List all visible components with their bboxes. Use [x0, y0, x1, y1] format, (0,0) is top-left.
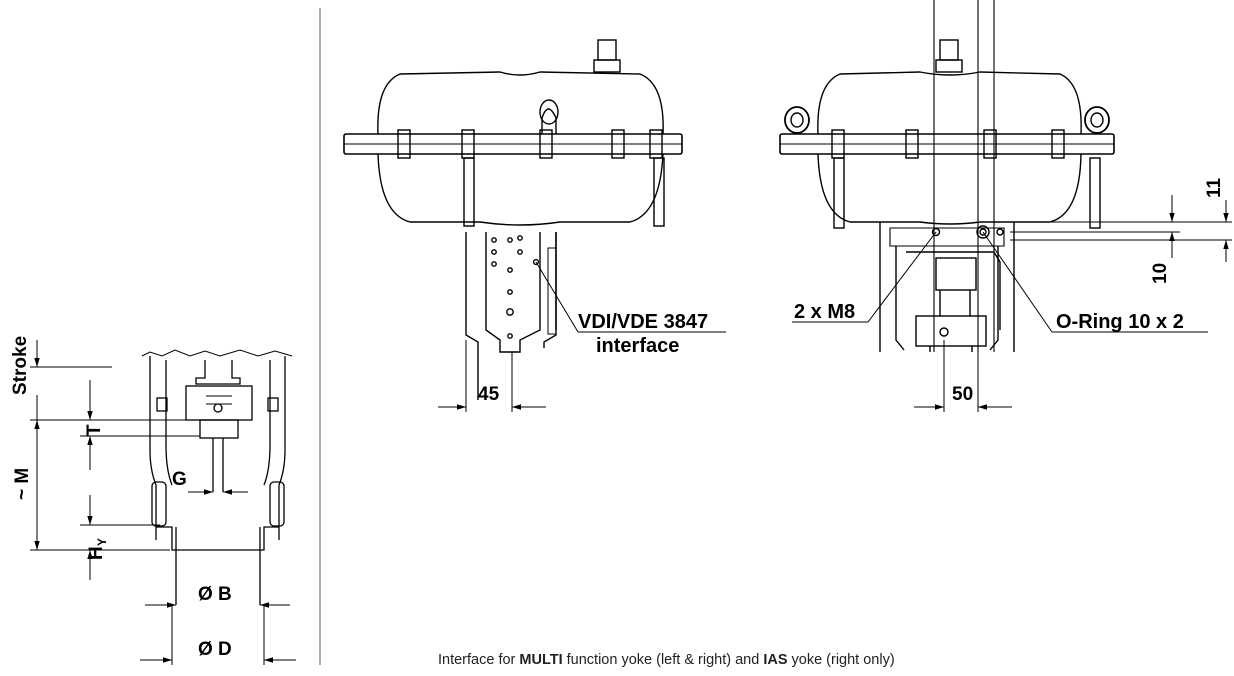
label-dim-50: 50 [952, 384, 973, 405]
caption-text-1: Interface for [438, 652, 520, 668]
caption-bold-ias: IAS [763, 652, 788, 668]
actuator-side-view [343, 39, 683, 400]
label-m: ~ M [12, 468, 33, 500]
caption-text-2: function yoke (left & right) and [562, 652, 764, 668]
svg-text:H: H [86, 546, 107, 560]
caption-bold-multi: MULTI [519, 652, 563, 668]
label-dim-10: 10 [1150, 263, 1171, 284]
left-dimensions [30, 340, 296, 665]
caption-text-3: yoke (right only) [787, 652, 895, 668]
middle-dimensions [438, 261, 726, 412]
label-o-ring: O-Ring 10 x 2 [1056, 311, 1184, 333]
label-vdi-interface: VDI/VDE 3847 [578, 311, 708, 333]
yoke-section-drawing [141, 349, 293, 605]
label-diameter-b: Ø B [198, 584, 232, 605]
right-dimensions [792, 195, 1232, 412]
label-t: T [84, 424, 105, 436]
label-stroke: Stroke [10, 336, 31, 395]
label-dim-45: 45 [478, 384, 500, 405]
label-vdi-interface-sub: interface [596, 335, 679, 357]
svg-text:Y: Y [95, 538, 109, 546]
label-m8-threads: 2 x M8 [794, 301, 855, 323]
label-dim-11: 11 [1204, 177, 1225, 198]
actuator-front-view [779, 0, 1115, 352]
label-diameter-d: Ø D [198, 639, 232, 660]
label-hy: H Y [86, 538, 109, 560]
label-g: G [172, 469, 187, 490]
